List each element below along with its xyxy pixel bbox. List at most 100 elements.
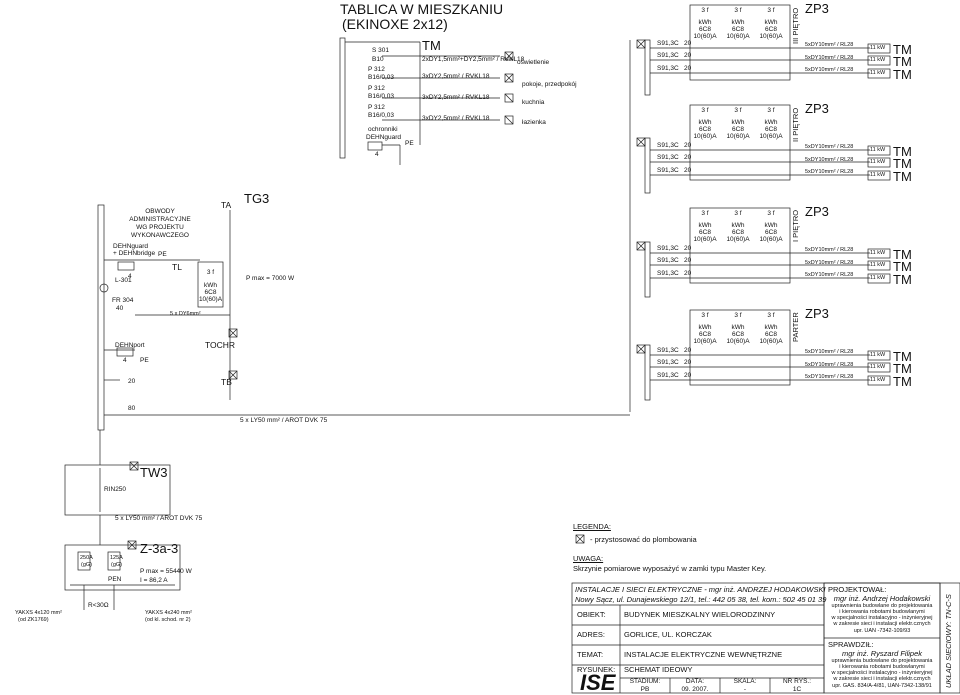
feeder-cable: 5xDY10mm² / RL28: [805, 349, 854, 355]
zone-label: ZP3: [805, 101, 829, 116]
meter-class: 6C8: [765, 26, 777, 33]
cable-label: YAKXS 4x240 mm²: [145, 610, 192, 616]
switch-name: S91,3C: [657, 270, 679, 277]
tg3-label: TG3: [244, 191, 270, 206]
foot-label: DATA:: [685, 678, 705, 685]
zone-label: ZP3: [805, 306, 829, 321]
row-value: SCHEMAT IDEOWY: [624, 665, 693, 674]
zacs-current: I = 86,2 A: [140, 577, 168, 584]
tm-label: TM: [422, 38, 441, 53]
cable-label: 3xDY2,5mm² / RVKL18: [422, 115, 490, 122]
meter-unit: kWh: [764, 119, 778, 126]
meter-current: 10(60)A: [726, 338, 750, 345]
tm-label: TM: [893, 259, 912, 274]
meter-phases: 3 f: [767, 312, 775, 319]
switch-name: S91,3C: [657, 65, 679, 72]
protection-count: 4: [128, 273, 132, 280]
zacs-cable-label: 5 x LY50 mm² / AROT DVK 75: [115, 515, 203, 522]
fr-label: FR 304: [112, 297, 134, 304]
fuse-label: 250A: [80, 555, 93, 561]
legend-seal-mark: [575, 534, 585, 544]
meter-phases: 3 f: [734, 210, 742, 217]
meter-unit: kWh: [731, 19, 745, 26]
feeder-cable: 5xDY10mm² / RL28: [805, 272, 854, 278]
circuit-label: łazienka: [522, 119, 546, 126]
breaker-value: B16/0,03: [368, 74, 395, 81]
meter-unit: kWh: [204, 282, 217, 289]
zacs-label: Z-3a-3: [140, 541, 179, 556]
breaker-value: B16/0,03: [368, 93, 395, 100]
designer-line: uprawnienia budowlane do projektowania: [831, 603, 933, 609]
floor-name: PARTER: [791, 312, 800, 342]
protection-label: DEHNguard: [366, 134, 402, 141]
breaker-type: S 301: [372, 47, 389, 54]
drawing-subtitle: (EKINOXE 2x12): [342, 16, 448, 32]
feeder-cable: 5xDY10mm² / RL28: [805, 144, 854, 150]
sealed-switch-circle: [99, 283, 109, 293]
switch-name: S91,3C: [657, 257, 679, 264]
designer-line: upr. UAN -7342-109/93: [853, 628, 911, 634]
designer-title: PROJEKTOWAŁ:: [828, 585, 887, 594]
company-name: INSTALACJE I SIECI ELEKTRYCZNE - mgr inż…: [575, 585, 826, 594]
meter-phases: 3 f: [734, 107, 742, 114]
meter-current: 10(60)A: [759, 33, 783, 40]
designer-line: i kierowania robotami budowlanymi: [839, 609, 925, 615]
apartment-panel-busbar: [339, 37, 346, 159]
tb-label: TB: [221, 377, 232, 387]
cable-label: (od ZK1769): [18, 617, 49, 623]
kw-label: 11 kW: [870, 70, 886, 76]
protection-count: 4: [123, 357, 127, 364]
note-title: UWAGA:: [573, 554, 604, 563]
feeder-cable: 5xDY10mm² / RL28: [805, 362, 854, 368]
seal-marks-floors: [636, 39, 646, 354]
zacs-pmax: P max = 55440 W: [140, 568, 192, 575]
row-label: OBIEKT:: [577, 610, 606, 619]
floor-name: II PIĘTRO: [791, 107, 800, 142]
breaker-value: B16/0,03: [368, 112, 395, 119]
tochr-label: TOCHR: [205, 340, 236, 350]
switch-name: S91,3C: [657, 167, 679, 174]
checker-name: mgr inż. Ryszard Filipek: [841, 649, 923, 658]
feeder-cable: 5xDY10mm² / RL28: [805, 67, 854, 73]
meter-class: 6C8: [732, 331, 744, 338]
fuse-label: (gG): [111, 562, 122, 568]
meter-current: 10(60)A: [759, 133, 783, 140]
admin-note: ADMINISTRACYJNE: [129, 216, 191, 223]
floor-name: I PIĘTRO: [791, 209, 800, 242]
meter-current: 10(60)A: [693, 236, 717, 243]
feeder-cable: 5xDY10mm² / RL28: [805, 157, 854, 163]
protection-label: ochronniki: [368, 126, 398, 133]
foot-label: STADIUM:: [629, 678, 661, 685]
switch-name: S91,3C: [657, 142, 679, 149]
feeder-cable: 5xDY10mm² / RL28: [805, 247, 854, 253]
meter-unit: kWh: [731, 119, 745, 126]
meter-unit: kWh: [731, 222, 745, 229]
meter-class: 6C8: [204, 289, 217, 296]
meter-phases: 3 f: [767, 210, 775, 217]
switch-name: S91,3C: [657, 372, 679, 379]
kw-label: 11 kW: [870, 262, 886, 268]
feeder-cable: 5xDY10mm² / RL28: [805, 260, 854, 266]
circuit-label: pokoje, przedpokój: [522, 81, 577, 88]
meter-class: 6C8: [699, 331, 711, 338]
kw-boxes: [867, 43, 891, 386]
seal-marks-admin: [228, 328, 238, 380]
floor-feeder-lines: [650, 47, 870, 381]
meter-unit: kWh: [764, 324, 778, 331]
breaker-type: P 312: [368, 104, 385, 111]
meter-phases: 3 f: [701, 7, 709, 14]
fr-label: 40: [116, 305, 124, 312]
switch-name: S91,3C: [657, 40, 679, 47]
legend-title: LEGENDA:: [573, 522, 611, 531]
meter-unit: kWh: [698, 324, 712, 331]
meter-class: 6C8: [765, 229, 777, 236]
meter-current: 10(60)A: [693, 33, 717, 40]
checker-title: SPRAWDZIŁ:: [828, 640, 874, 649]
circuit-label: oświetlenie: [517, 59, 550, 66]
floor-name: III PIĘTRO: [791, 7, 800, 44]
meter-unit: kWh: [764, 222, 778, 229]
ise-logo: ISE: [580, 670, 616, 695]
checker-line: w specjalności instalacyjno - inżynieryj…: [831, 670, 933, 676]
kw-label: 11 kW: [870, 364, 886, 370]
floor-busbars: [644, 39, 651, 401]
